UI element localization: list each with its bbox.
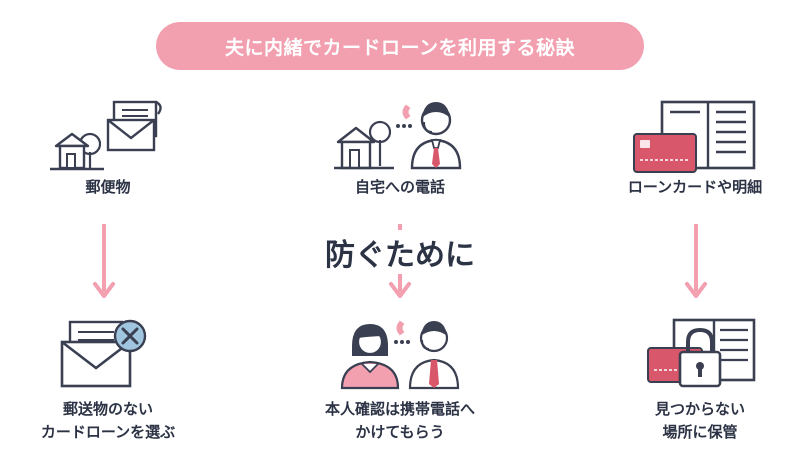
arrow-down-right (685, 224, 707, 298)
woman-phone-call-icon (340, 320, 460, 390)
envelope-with-x-icon (60, 319, 147, 388)
arrow-down-left (93, 224, 115, 298)
title-banner: 夫に内緒でカードローンを利用する秘訣 (156, 22, 644, 70)
solution-label-hidden-storage: 見つからない 場所に保管 (654, 400, 745, 441)
problem-label-mail: 郵便物 (85, 178, 131, 196)
problem-label-home-phone: 自宅への電話 (354, 178, 445, 196)
title-text: 夫に内緒でカードローンを利用する秘訣 (224, 36, 576, 59)
solution-label-mobile-verification: 本人確認は携帯電話へ かけてもらう (324, 400, 475, 441)
prevention-heading: 防ぐために (310, 230, 490, 274)
solution-label-no-mail-loan: 郵送物のない カードローンを選ぶ (40, 400, 176, 441)
house-and-envelope-icon (50, 100, 162, 171)
card-and-statement-icon (633, 100, 756, 173)
house-and-phone-call-icon (334, 102, 462, 170)
problem-label-card-statement: ローンカードや明細 (627, 178, 763, 196)
locked-card-icon (647, 318, 756, 388)
